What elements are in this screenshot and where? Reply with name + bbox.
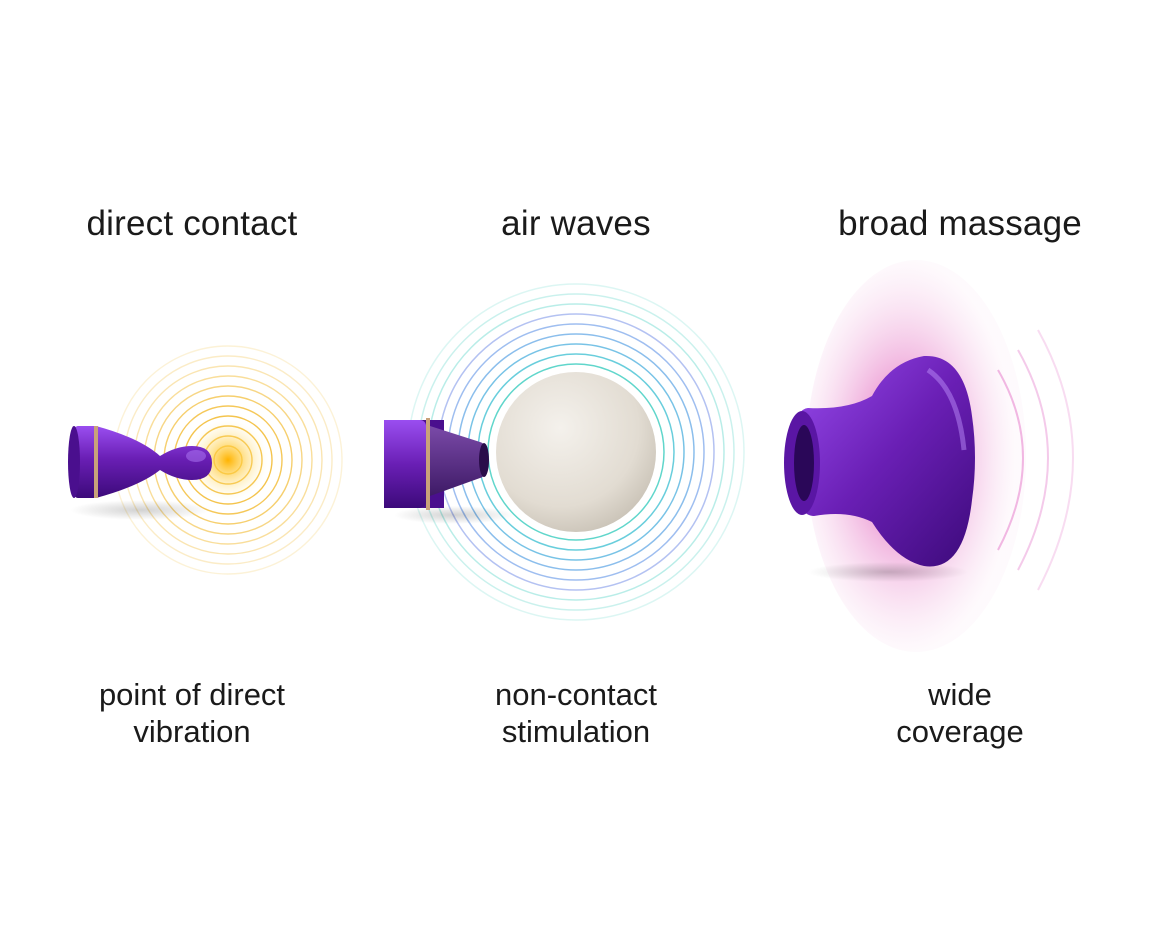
- vibration-glow: [188, 420, 268, 500]
- wide-cup-head-icon: [784, 355, 975, 567]
- panel-air-waves: air waves: [384, 0, 768, 928]
- point-tip-nozzle-icon: [68, 426, 212, 498]
- target-ball: [496, 372, 656, 532]
- panel-title: air waves: [501, 204, 651, 243]
- panel-caption: point of direct vibration: [0, 676, 384, 750]
- panel-title: direct contact: [86, 204, 298, 243]
- air-waves-illustration: [384, 283, 745, 621]
- panel-caption: non-contact stimulation: [384, 676, 768, 750]
- panel-title: broad massage: [838, 204, 1082, 243]
- panel-direct-contact: direct contact: [0, 0, 384, 928]
- caption-line-1: wide: [928, 677, 992, 712]
- direct-contact-illustration: [68, 345, 343, 575]
- air-tip-nozzle-icon: [384, 418, 489, 510]
- caption-line-2: coverage: [896, 714, 1024, 749]
- caption-line-1: point of direct: [98, 677, 286, 712]
- caption-line-2: stimulation: [501, 714, 651, 749]
- panel-caption: wide coverage: [768, 676, 1152, 750]
- caption-line-2: vibration: [133, 714, 251, 749]
- broad-massage-illustration: [784, 260, 1074, 652]
- broad-wave-arcs: [997, 329, 1074, 591]
- caption-line-1: non-contact: [495, 677, 657, 712]
- panel-broad-massage: broad massage: [768, 0, 1152, 928]
